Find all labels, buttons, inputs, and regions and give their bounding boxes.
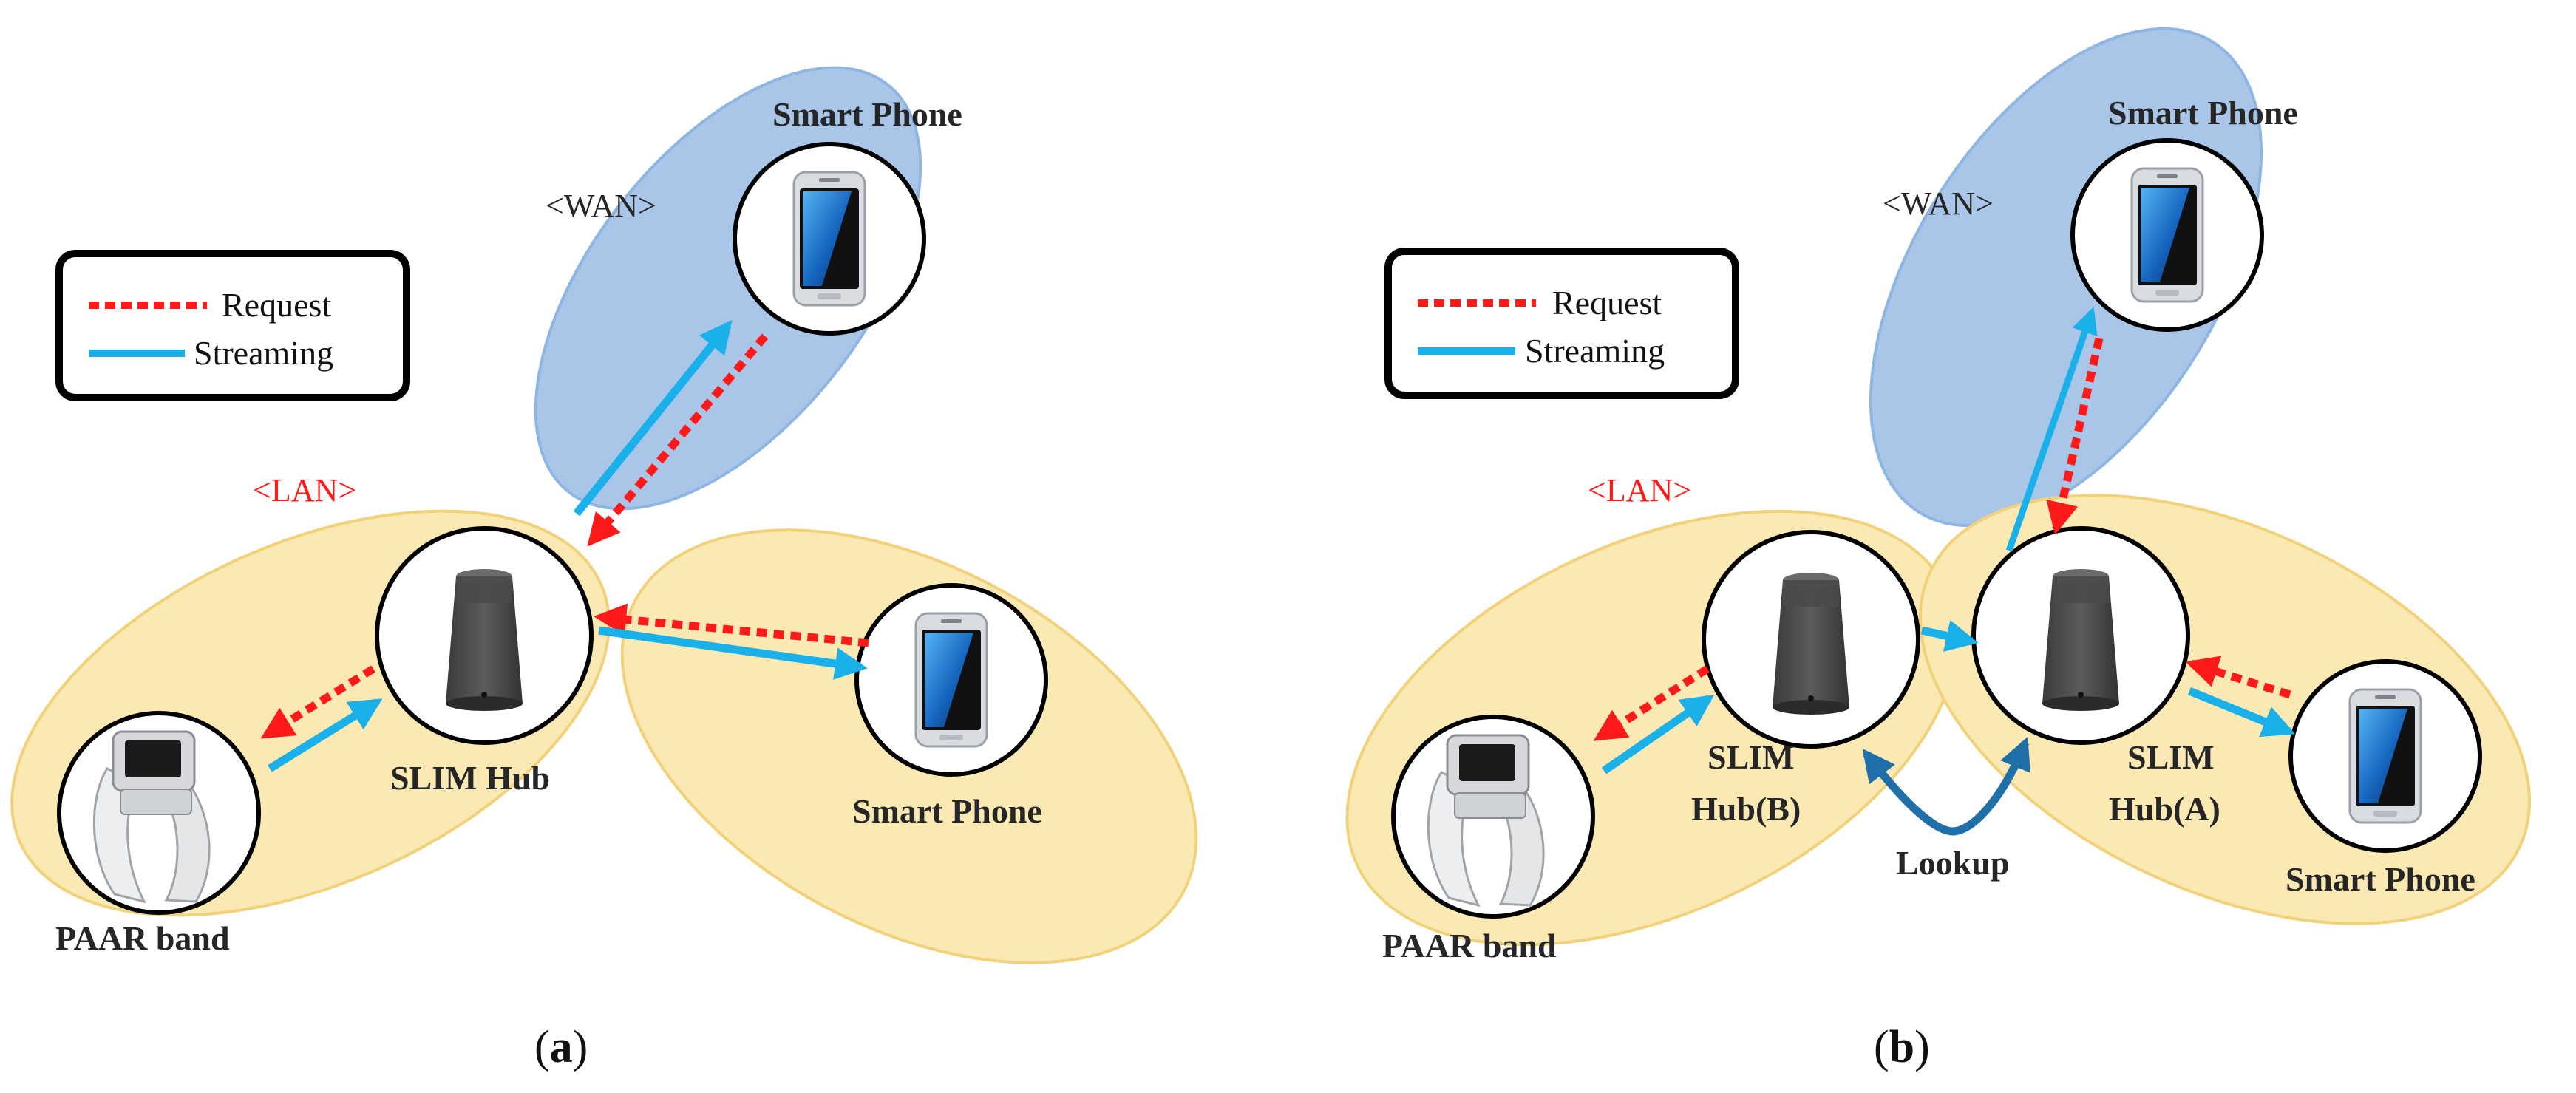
request-arrow-hub-b-to-band [1593, 665, 1710, 741]
label-wan: <WAN> [546, 188, 656, 224]
label-lookup: Lookup [1896, 844, 2009, 882]
streaming-arrow-hub-b-to-hub-a [1920, 619, 1979, 652]
streaming-arrow-band-to-hub [268, 698, 383, 772]
slim-hub-icon [1773, 573, 1849, 715]
legend-request-label: Request [1552, 284, 1662, 321]
streaming-arrow-hub-a-to-wan-phone [2005, 307, 2098, 552]
label-phone-top: Smart Phone [772, 95, 962, 133]
lookup-arrow [1862, 736, 2030, 836]
request-arrow-phone-to-hub-a [2185, 656, 2291, 699]
label-wan: <WAN> [1883, 185, 1994, 222]
streaming-arrow-hub-a-to-phone [2187, 687, 2296, 738]
label-phone-top: Smart Phone [2108, 94, 2298, 132]
legend: Request Streaming [1384, 248, 1739, 399]
label-hub-b-line2: Hub(B) [1691, 790, 1801, 828]
label-band: PAAR band [1382, 927, 1557, 964]
legend-streaming-label: Streaming [194, 334, 333, 372]
request-arrow-phone-to-hub [594, 603, 869, 647]
streaming-arrow-hub-to-wan-phone [573, 320, 733, 517]
caption-b: (b) [1874, 1022, 1930, 1072]
label-phone-right: Smart Phone [2286, 860, 2475, 898]
panel-b: Request Streaming Smart Phone <WAN> <LAN… [1345, 27, 2531, 1072]
label-hub-a-line1: SLIM [2127, 738, 2215, 776]
request-arrow-wan-phone-to-hub [587, 333, 769, 547]
label-lan: <LAN> [1588, 472, 1691, 508]
wan-zone [534, 66, 922, 511]
label-hub-a-line2: Hub(A) [2109, 790, 2220, 828]
smartphone-icon [792, 171, 866, 307]
label-hub-b-line1: SLIM [1707, 738, 1795, 776]
smartphone-icon [2130, 167, 2204, 303]
label-phone-right: Smart Phone [852, 792, 1042, 830]
streaming-arrow-band-to-hub-b [1601, 695, 1715, 774]
request-arrow-wan-phone-to-hub-a [2046, 337, 2104, 535]
label-lan: <LAN> [253, 472, 356, 508]
lan-zone-left [10, 509, 611, 917]
slim-hub-icon [446, 569, 523, 711]
smartphone-icon [914, 612, 988, 748]
slim-hub-icon [2042, 569, 2119, 711]
caption-a: (a) [534, 1022, 588, 1072]
request-arrow-hub-to-band [260, 665, 375, 739]
label-band: PAAR band [55, 919, 230, 957]
panel-a: Request Streaming Smart Phone <WAN> <LAN… [10, 66, 1198, 1072]
streaming-arrow-hub-to-phone [598, 626, 868, 680]
smartphone-icon [2348, 688, 2422, 824]
legend-streaming-label: Streaming [1525, 332, 1665, 370]
legend: Request Streaming [55, 250, 410, 401]
label-hub: SLIM Hub [390, 759, 550, 797]
legend-request-label: Request [222, 286, 331, 324]
